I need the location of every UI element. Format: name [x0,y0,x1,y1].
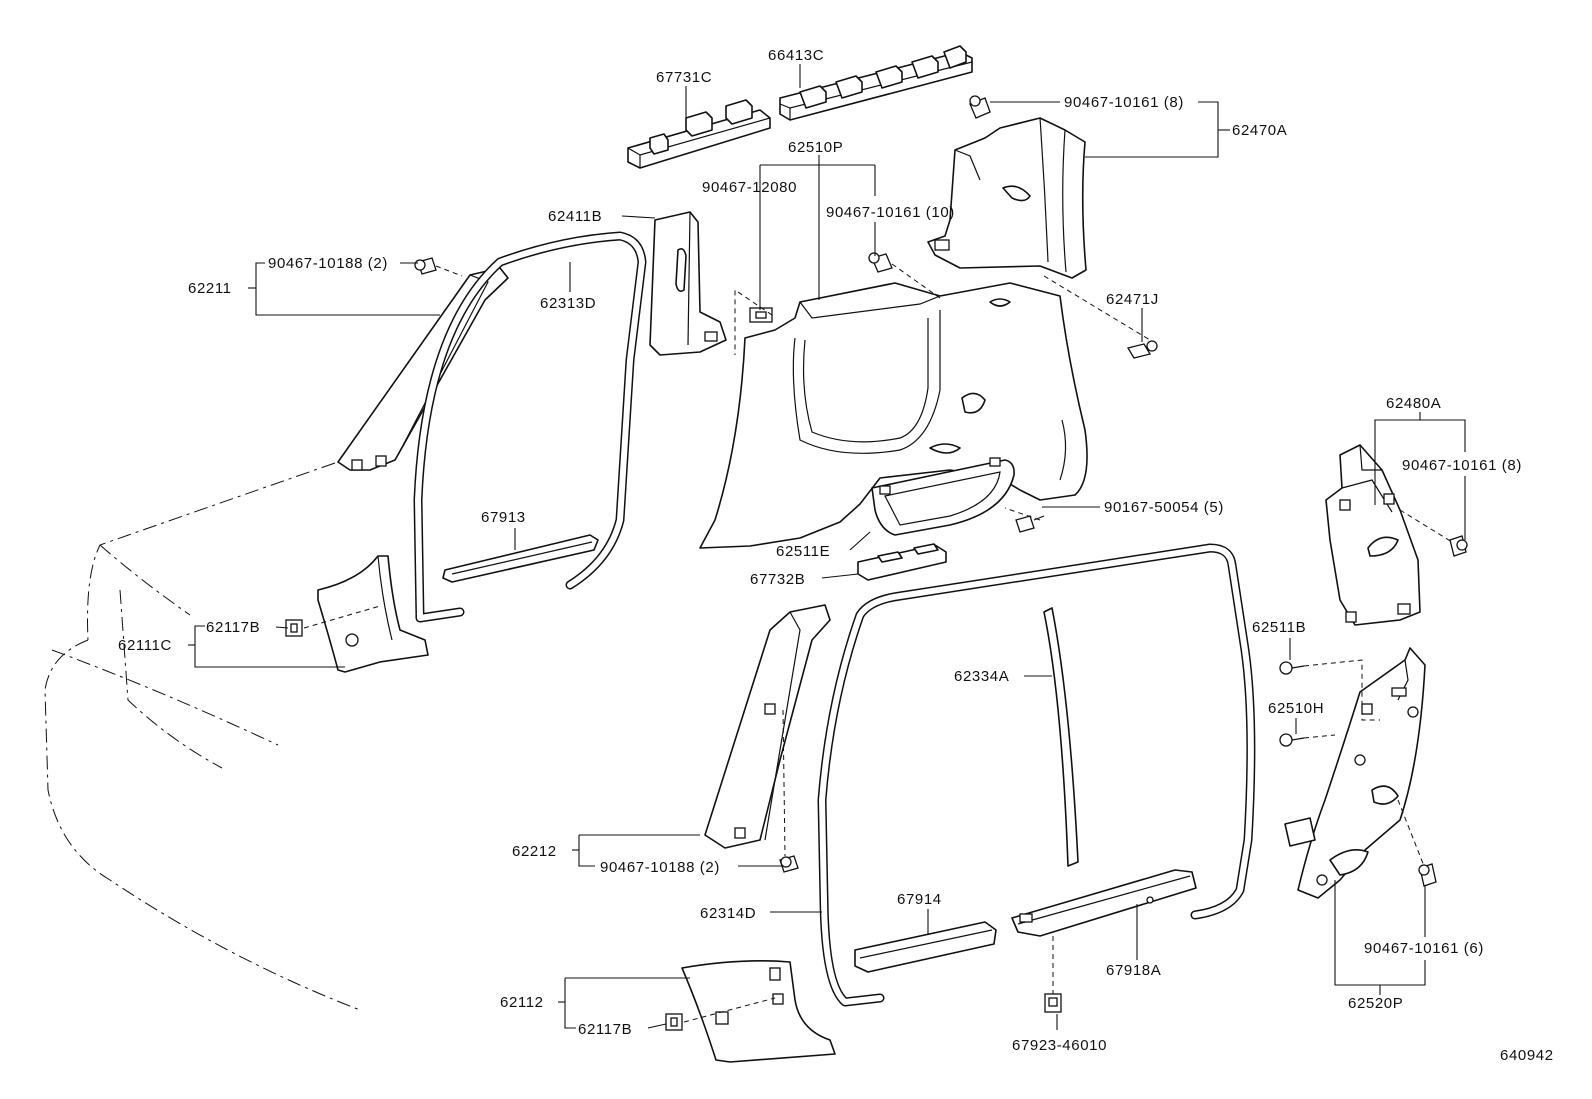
label-90467-10161-8-top: 90467-10161 (8) [1064,94,1184,111]
label-62117B-top: 62117B [206,619,260,636]
leader-lines [188,64,1466,1030]
grille-62511E [871,457,1015,536]
label-90467-10161-6: 90467-10161 (6) [1364,940,1484,957]
label-62511B: 62511B [1252,619,1306,636]
label-62313D: 62313D [540,295,596,312]
label-67731C: 67731C [656,69,712,86]
bracket-67731C [627,99,771,169]
label-62211: 62211 [188,280,232,297]
label-62411B: 62411B [548,208,602,225]
assembly-lines [303,263,1453,1023]
label-62314D: 62314D [700,905,756,922]
screw-icon [1279,661,1305,675]
label-62480A: 62480A [1386,395,1441,412]
scuff-plate-67913 [442,534,599,583]
panel-62470A [927,117,1087,279]
clip-icon [1418,863,1437,887]
label-66413C: 66413C [768,47,824,64]
label-67914: 67914 [897,891,942,908]
cowl-side-62111C [317,555,429,673]
strip-62334A [1043,607,1079,867]
clip-62117B-top [285,619,303,637]
label-62511E: 62511E [776,543,830,560]
clip-icon [414,257,437,275]
clip-icon [1449,535,1468,557]
label-62334A: 62334A [954,668,1009,685]
label-67732B: 67732B [750,571,805,588]
lower-trim-62112 [681,960,836,1063]
seal-62314D [817,543,1256,1007]
vehicle-body-outline [44,462,361,1011]
pillar-62411B [649,211,727,356]
clip-icon [1126,340,1158,359]
label-67923-46010: 67923-46010 [1012,1037,1107,1054]
clip-icon [969,95,991,119]
label-90467-10188-2-bottom: 90467-10188 (2) [600,859,720,876]
bracket-67732B [857,543,947,581]
diagram-id: 640942 [1500,1047,1554,1064]
label-62112: 62112 [500,994,544,1011]
label-62520P: 62520P [1348,995,1403,1012]
pillar-62212 [704,604,831,849]
label-62111C: 62111C [118,637,172,654]
scuff-plate-67914 [854,921,997,973]
label-67913: 67913 [481,509,526,526]
clip-icon [1044,993,1062,1013]
label-90167-50054-5: 90167-50054 (5) [1104,499,1224,516]
seal-62313D [413,231,647,623]
label-90467-12080: 90467-12080 [702,179,797,196]
panel-62520P [1284,647,1426,899]
bracket-66413C [779,45,973,121]
part-labels: 67731C 66413C 90467-10161 (8) 62470A 625… [118,47,1554,1064]
label-62510P: 62510P [788,139,843,156]
label-62510H: 62510H [1268,700,1324,717]
label-62470A: 62470A [1232,122,1287,139]
label-90467-10188-2-top: 90467-10188 (2) [268,255,388,272]
quarter-panel-62510P [699,282,1088,549]
label-90467-10161-8-right: 90467-10161 (8) [1402,457,1522,474]
label-62471J: 62471J [1106,291,1159,308]
label-62212: 62212 [512,843,557,860]
label-62117B-bottom: 62117B [578,1021,632,1038]
fastener-clips [414,95,1468,1013]
screw-icon [1015,515,1045,533]
clip-62117B-bottom [665,1013,683,1031]
clip-icon [749,307,773,323]
clip-icon [868,252,893,273]
label-90467-10161-10: 90467-10161 (10) [826,204,955,221]
screw-icon [1279,733,1305,747]
label-67918A: 67918A [1106,962,1161,979]
clip-icon [779,855,799,873]
sill-plate-67918A [1011,869,1197,937]
panel-62480A [1325,444,1421,626]
